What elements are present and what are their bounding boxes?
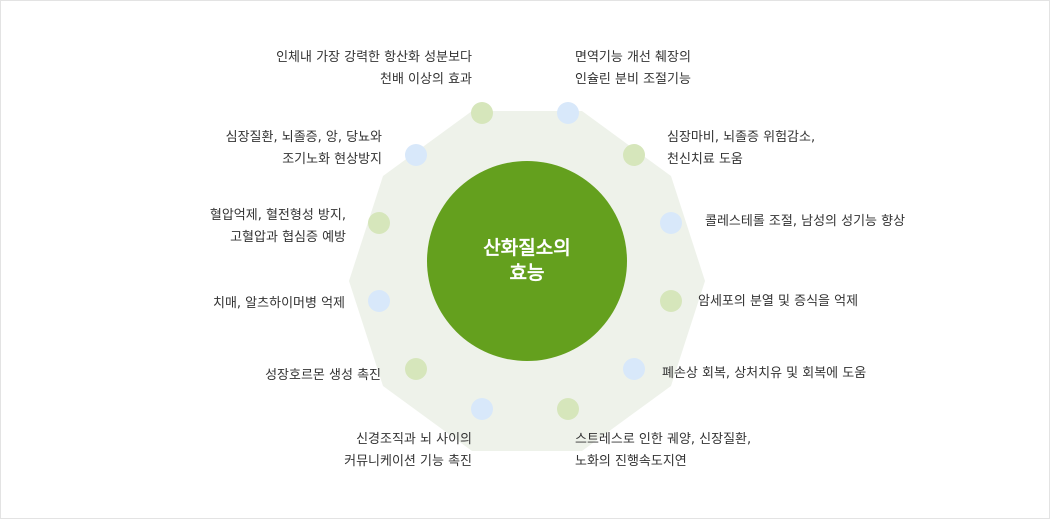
- benefit-dot-11: [368, 212, 390, 234]
- benefit-dot-10: [368, 290, 390, 312]
- benefit-label-immune: 면역기능 개선 췌장의 인슐린 분비 조절기능: [575, 50, 691, 87]
- benefit-label-nerve: 신경조직과 뇌 사이의 커뮤니케이션 기능 촉진: [344, 432, 472, 469]
- benefit-dot-8: [471, 398, 493, 420]
- benefit-dot-6: [623, 358, 645, 380]
- benefit-dot-9: [405, 358, 427, 380]
- benefit-label-heart-attack: 심장마비, 뇌졸증 위험감소, 천신치료 도움: [667, 130, 816, 167]
- benefit-label-lung: 폐손상 회복, 상처치유 및 회복에 도움: [662, 366, 867, 381]
- benefit-label-stress: 스트레스로 인한 궤양, 신장질환, 노화의 진행속도지연: [575, 432, 752, 469]
- benefit-label-cancer: 암세포의 분열 및 증식을 억제: [698, 294, 859, 309]
- center-title: 산화질소의 효능: [427, 161, 627, 361]
- center-title-line-2: 효능: [509, 262, 545, 284]
- benefit-dot-2: [557, 102, 579, 124]
- benefit-label-growth-hormone: 성장호르몬 생성 촉진: [265, 368, 381, 383]
- center-title-line-1: 산화질소의: [483, 237, 571, 259]
- benefit-label-heart-disease: 심장질환, 뇌졸증, 앙, 당뇨와 조기노화 현상방지: [225, 130, 382, 167]
- benefit-dot-12: [405, 144, 427, 166]
- benefit-dot-5: [660, 290, 682, 312]
- benefit-dot-1: [471, 102, 493, 124]
- benefit-label-blood-pressure: 혈압억제, 혈전형성 방지, 고혈압과 협심증 예방: [209, 208, 346, 245]
- benefit-dot-4: [660, 212, 682, 234]
- benefit-label-antioxidant: 인체내 가장 강력한 항산화 성분보다 천배 이상의 효과: [276, 50, 472, 87]
- center-circle: [427, 161, 627, 361]
- benefit-label-dementia: 치매, 알츠하이머병 억제: [213, 296, 345, 311]
- benefit-dot-7: [557, 398, 579, 420]
- benefit-label-cholesterol: 콜레스테롤 조절, 남성의 성기능 향상: [705, 214, 906, 229]
- benefit-dot-3: [623, 144, 645, 166]
